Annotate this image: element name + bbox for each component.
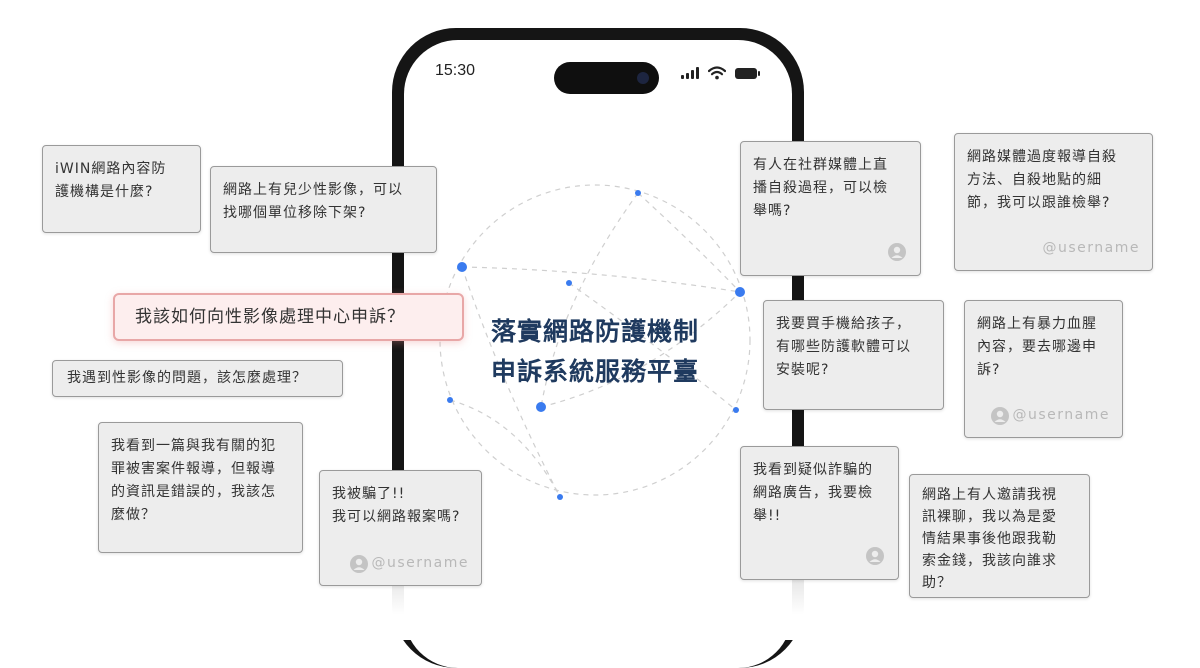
username-text: @username — [1042, 240, 1140, 256]
signal-icon — [681, 67, 699, 79]
username-text: @username — [371, 555, 469, 571]
network-node — [635, 190, 641, 196]
dynamic-island — [554, 62, 659, 94]
question-card-child-images[interactable]: 網路上有兒少性影像，可以 找哪個單位移除下架? — [210, 166, 437, 253]
question-text: 我該如何向性影像處理中心申訴？ — [135, 307, 405, 327]
user-avatar-icon — [866, 547, 884, 565]
username-tag: @username — [1043, 237, 1141, 260]
question-text: 我被騙了!! 我可以網路報案嗎? — [332, 486, 461, 525]
network-line — [449, 399, 561, 498]
network-node — [457, 262, 467, 272]
question-text: 有人在社群媒體上直 播自殺過程，可以檢 舉嗎? — [753, 157, 888, 219]
user-avatar-icon — [349, 554, 368, 573]
question-card-livestream-suicide[interactable]: 有人在社群媒體上直 播自殺過程，可以檢 舉嗎? — [740, 141, 921, 276]
question-card-crime-report[interactable]: 我看到一篇與我有關的犯 罪被害案件報導，但報導 的資訊是錯誤的，我該怎 麼做？ — [98, 422, 303, 553]
question-text: iWIN網路內容防 護機構是什麼? — [55, 161, 167, 200]
network-node — [447, 397, 453, 403]
network-line — [540, 192, 639, 408]
question-text: 我看到疑似詐騙的 網路廣告，我要檢 舉!! — [753, 462, 873, 524]
question-card-sexual-images[interactable]: 我遇到性影像的問題，該怎麼處理？ — [52, 360, 343, 397]
question-text: 網路媒體過度報導自殺 方法、自殺地點的細 節，我可以跟誰檢舉? — [967, 149, 1117, 211]
question-card-highlight[interactable]: 我該如何向性影像處理中心申訴？ — [113, 293, 464, 341]
network-node — [557, 494, 563, 500]
question-text: 網路上有暴力血腥 內容，要去哪邊申 訴? — [977, 316, 1097, 378]
network-ring — [439, 184, 751, 496]
username-tag: @username — [990, 404, 1111, 427]
network-line — [461, 266, 561, 498]
status-icons — [681, 66, 760, 80]
question-card-sextortion[interactable]: 網路上有人邀請我視 訊裸聊，我以為是愛 情結果事後他跟我勒 索金錢，我該向誰求 … — [909, 474, 1090, 598]
center-title-line1: 落實網路防護機制 — [490, 317, 699, 346]
network-line — [461, 266, 741, 293]
question-card-suicide-reporting[interactable]: 網路媒體過度報導自殺 方法、自殺地點的細 節，我可以跟誰檢舉? @usernam… — [954, 133, 1153, 271]
question-card-iwin[interactable]: iWIN網路內容防 護機構是什麼? — [42, 145, 201, 233]
network-node — [733, 407, 739, 413]
network-line — [568, 282, 737, 411]
network-line — [637, 192, 741, 293]
network-node — [566, 280, 572, 286]
question-text: 我看到一篇與我有關的犯 罪被害案件報導，但報導 的資訊是錯誤的，我該怎 麼做？ — [111, 438, 276, 523]
user-avatar-icon — [990, 406, 1009, 425]
network-node — [735, 287, 745, 297]
username-text: @username — [1012, 407, 1110, 423]
question-card-child-phone[interactable]: 我要買手機給孩子， 有哪些防護軟體可以 安裝呢? — [763, 300, 944, 410]
network-line — [540, 291, 741, 408]
center-title-line2: 申訴系統服務平臺 — [490, 357, 699, 386]
question-text: 網路上有人邀請我視 訊裸聊，我以為是愛 情結果事後他跟我勒 索金錢，我該向誰求 … — [922, 487, 1057, 591]
question-text: 我遇到性影像的問題，該怎麼處理？ — [67, 370, 307, 386]
network-node — [536, 402, 546, 412]
status-time: 15:30 — [435, 62, 476, 79]
battery-icon — [735, 67, 760, 79]
wifi-icon — [708, 66, 726, 80]
user-avatar-icon — [888, 243, 906, 261]
username-tag: @username — [349, 552, 470, 575]
question-card-violent-content[interactable]: 網路上有暴力血腥 內容，要去哪邊申 訴? @username — [964, 300, 1123, 438]
question-card-scam-ad[interactable]: 我看到疑似詐騙的 網路廣告，我要檢 舉!! — [740, 446, 899, 580]
question-card-scammed[interactable]: 我被騙了!! 我可以網路報案嗎? @username — [319, 470, 482, 586]
question-text: 網路上有兒少性影像，可以 找哪個單位移除下架? — [223, 182, 403, 221]
question-text: 我要買手機給孩子， 有哪些防護軟體可以 安裝呢? — [776, 316, 911, 378]
user-avatar — [866, 547, 884, 565]
user-avatar — [888, 243, 906, 261]
network-graphic — [439, 184, 751, 500]
center-title: 落實網路防護機制 申訴系統服務平臺 — [470, 312, 720, 392]
camera-icon — [637, 72, 649, 84]
